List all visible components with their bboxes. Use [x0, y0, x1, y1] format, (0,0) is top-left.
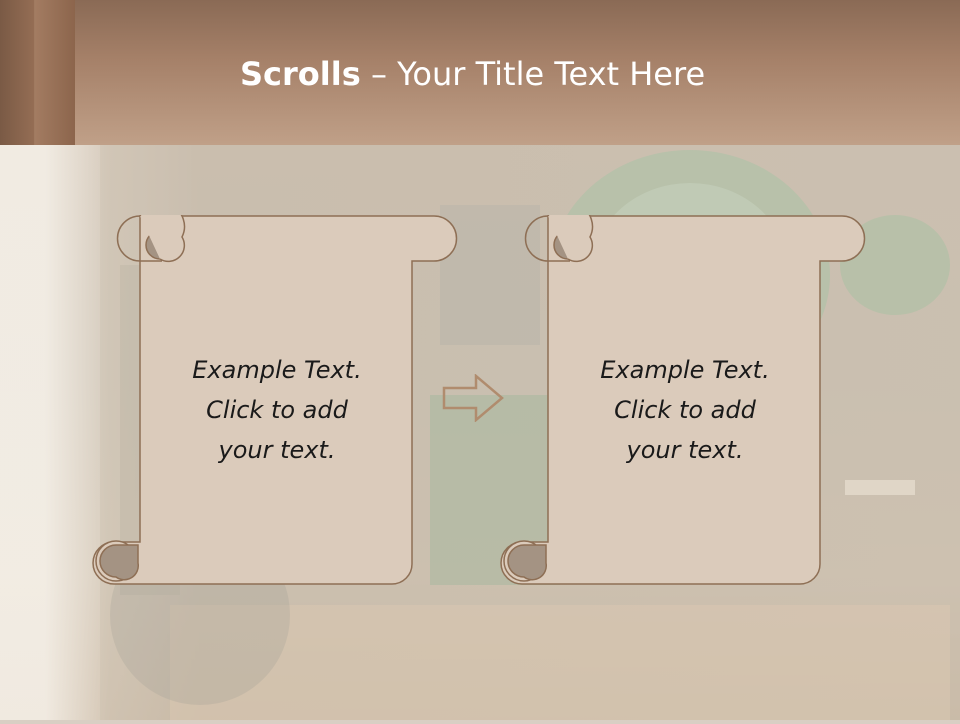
- slide-title[interactable]: Scrolls – Your Title Text Here: [240, 55, 840, 93]
- scroll-2[interactable]: Example Text. Click to add your text.: [500, 202, 870, 587]
- scroll-2-line-2: Click to add: [614, 396, 756, 424]
- scroll-2-text[interactable]: Example Text. Click to add your text.: [500, 350, 870, 470]
- scroll-2-line-3: your text.: [626, 436, 744, 464]
- header-accent-strip: [0, 0, 75, 145]
- scroll-1-text[interactable]: Example Text. Click to add your text.: [92, 350, 462, 470]
- title-rest: – Your Title Text Here: [360, 55, 706, 93]
- right-arrow-icon: [442, 374, 504, 422]
- scroll-2-shape: [500, 202, 866, 585]
- title-bold: Scrolls: [240, 55, 361, 93]
- scroll-1[interactable]: Example Text. Click to add your text.: [92, 202, 462, 587]
- scroll-1-line-2: Click to add: [206, 396, 348, 424]
- scroll-2-line-1: Example Text.: [600, 356, 770, 384]
- scroll-1-line-3: your text.: [218, 436, 336, 464]
- scroll-1-shape: [92, 202, 458, 585]
- title-bar: Scrolls – Your Title Text Here: [0, 0, 960, 145]
- scroll-1-line-1: Example Text.: [192, 356, 362, 384]
